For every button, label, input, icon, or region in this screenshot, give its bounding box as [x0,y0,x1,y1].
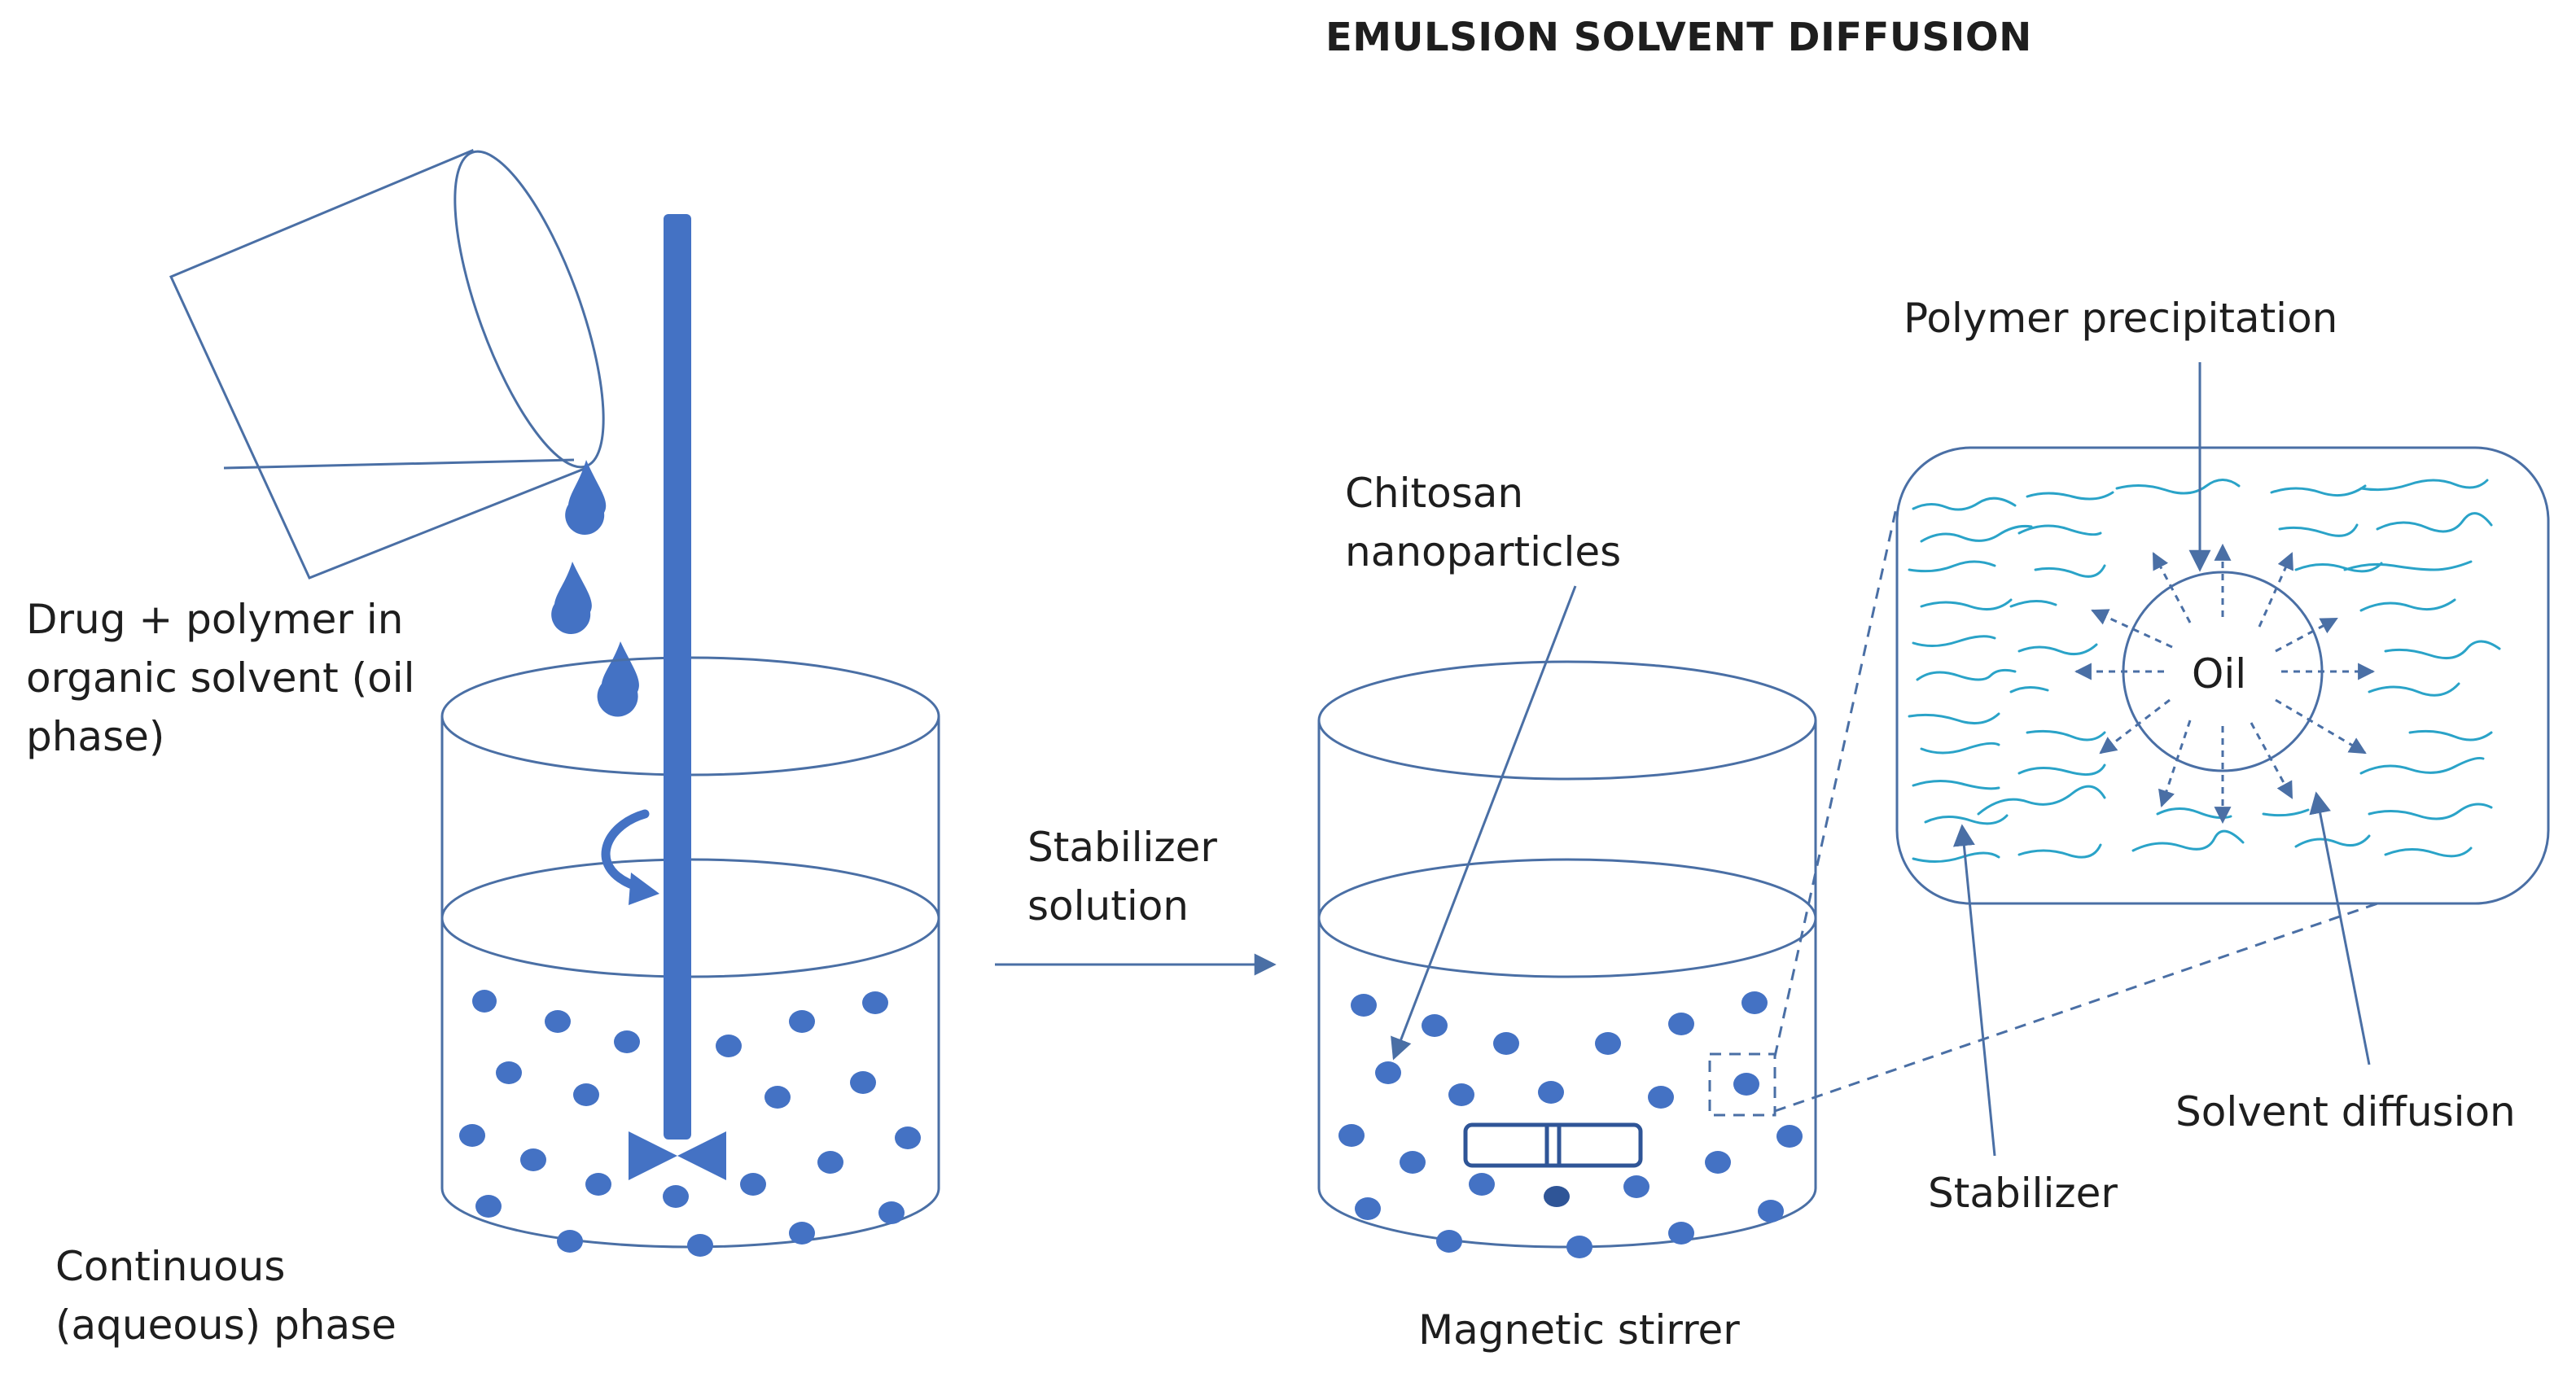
magnetic-stir-bar-icon [1463,1122,1643,1168]
stabilizer-solution-label-line1: Stabilizer [1027,824,1217,871]
droplet [597,641,639,717]
magnetic-stirrer-label: Magnetic stirrer [1418,1306,1740,1354]
oil-label: Oil [2192,650,2247,698]
droplet [551,562,592,634]
polymer-precipitation-label: Polymer precipitation [1904,295,2338,342]
oil-droplets [551,460,639,717]
oil-phase-label-line2: organic solvent (oil [26,654,415,702]
continuous-phase-label-line1: Continuous [55,1243,286,1290]
pointer-lines [1391,362,2371,1157]
impeller-icon [629,214,726,1180]
left-beaker-particles [459,990,921,1257]
solvent-diffusion-label: Solvent diffusion [2175,1088,2516,1135]
pouring-beaker [169,149,605,580]
oil-phase-label-line1: Drug + polymer in [26,596,404,643]
droplet [565,460,607,535]
right-beaker-particles [1338,991,1803,1258]
oil-phase-label-line3: phase) [26,713,165,760]
right-beaker [1317,660,1817,1249]
diagram-title: EMULSION SOLVENT DIFFUSION [1325,15,2032,60]
diffusion-arrows [2074,543,2376,825]
stabilizer-strands [1908,479,2501,863]
curved-arrow-icon [601,809,659,905]
stabilizer-label: Stabilizer [1928,1170,2118,1217]
chitosan-label-line1: Chitosan [1345,470,1524,517]
continuous-phase-label-line2: (aqueous) phase [55,1301,396,1349]
chitosan-label-line2: nanoparticles [1345,528,1622,575]
stabilizer-solution-label-line2: solution [1027,882,1189,930]
